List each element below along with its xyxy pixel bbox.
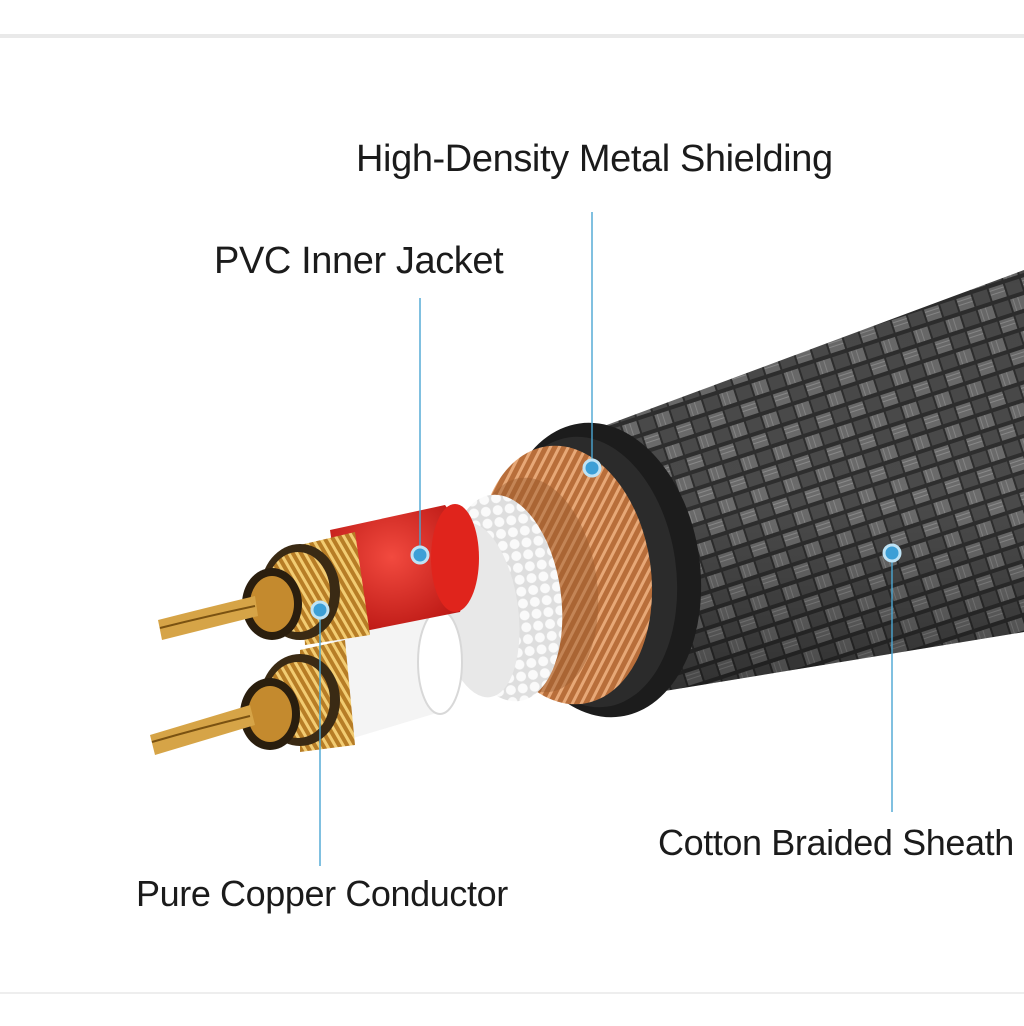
dot-inner-jacket [410,545,430,565]
label-cotton-braided-sheath: Cotton Braided Sheath [658,822,1014,863]
marker-dots [310,458,902,620]
bottom-divider [0,992,1024,1026]
red-core [158,504,479,645]
label-metal-shielding: High-Density Metal Shielding [356,138,833,180]
dot-shielding [582,458,602,478]
top-divider [0,0,1024,38]
label-pure-copper-conductor: Pure Copper Conductor [136,873,508,914]
dot-conductor [310,600,330,620]
leader-lines [319,212,893,866]
label-pvc-inner-jacket: PVC Inner Jacket [214,240,504,282]
dot-sheath [882,543,902,563]
